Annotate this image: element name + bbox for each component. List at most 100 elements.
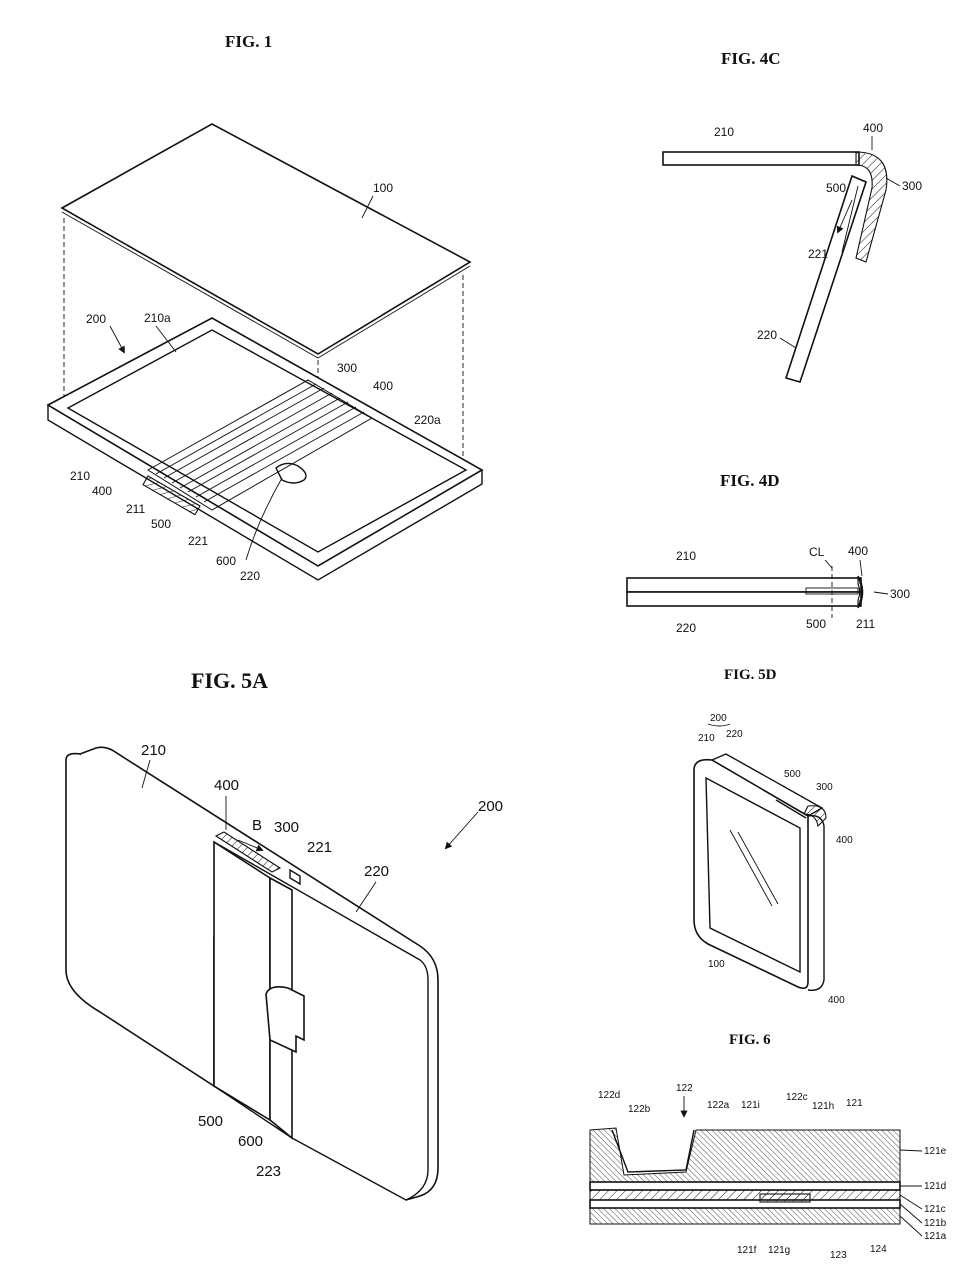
housing-200 [46,317,484,567]
figure-6-title: FIG. 6 [729,1032,771,1048]
slide-500 [841,185,859,253]
figure-6-labels: 122d 122 122b 122a 121i 122c 121h 121 12… [598,1083,947,1261]
hinge-300 [147,379,373,511]
figure-1-title: FIG. 1 [225,32,272,51]
reference-numeral: 121i [741,1100,760,1111]
slide-221 [289,868,301,886]
reference-numeral: 400 [863,121,883,135]
figure-1: FIG. 1 100 200 210a 300 400 [46,32,484,583]
leader-line [355,881,377,913]
reference-numeral: 124 [870,1244,887,1255]
layer-121c [589,1189,901,1201]
cover-500 [213,840,271,1122]
reference-numeral: 121h [812,1101,834,1112]
leader-line [899,1149,923,1152]
figure-5d: FIG. 5D 200 210 220 500 300 400 100 400 [693,667,853,1006]
reference-numeral: 300 [274,819,299,836]
reference-numeral: 300 [902,179,922,193]
reference-numeral: 210 [70,469,90,483]
reference-numeral: 122a [707,1100,730,1111]
reference-numeral: 400 [92,484,112,498]
reference-numeral: 121b [924,1218,947,1229]
panel-210 [662,151,860,166]
reference-numeral: 400 [828,995,845,1006]
figure-4d-title: FIG. 4D [720,471,780,490]
reference-numeral: 220 [757,328,777,342]
hinge-300 [803,805,827,828]
screen-glare [729,829,779,907]
figure-5d-title: FIG. 5D [724,667,777,683]
reference-numeral: 200 [86,312,106,326]
figure-5a-title: FIG. 5A [191,668,268,693]
leader-line [155,325,177,353]
reference-numeral: 220 [364,863,389,880]
leader-line [899,1215,923,1237]
figure-1-labels: 100 200 210a 300 400 220a 210 400 211 50… [70,181,441,583]
figure-4c-title: FIG. 4C [721,49,781,68]
reference-numeral: 200 [478,798,503,815]
figure-4c-labels: 210 400 300 500 221 220 [714,121,922,342]
reference-numeral: 122c [786,1092,808,1103]
leader-line [873,591,889,595]
reference-numeral: 400 [836,835,853,846]
figure-4d-labels: 210 CL 400 300 220 500 211 [676,544,910,635]
reference-numeral: 211 [126,502,145,516]
bank-122b [611,1129,695,1173]
slide-arrow [836,199,853,234]
sensor-600 [275,462,307,484]
reference-numeral: 300 [890,587,910,601]
leader-line [859,559,863,577]
figure-4d: FIG. 4D 210 CL 400 300 220 500 211 [626,471,910,635]
sensor-600 [265,986,305,1054]
figure-5a: FIG. 5A 210 400 B 300 221 200 220 500 60… [65,668,503,1201]
thin-film-transistor-121g [759,1193,811,1203]
reference-numeral: 100 [373,181,393,195]
reference-numeral: 211 [856,617,875,631]
reference-numeral: 221 [808,247,828,261]
reference-numeral: 500 [784,769,801,780]
hinge-slats [155,383,365,503]
reference-numeral: 200 [710,713,727,724]
hinge-300 [214,831,282,873]
arrow-B [237,839,264,852]
reference-numeral: 122 [676,1083,693,1094]
reference-numeral: 500 [826,181,846,195]
reference-numeral: 121 [846,1098,863,1109]
reference-numeral: 210 [141,742,166,759]
reference-numeral: B [252,817,262,834]
device-folded-body [693,758,809,990]
reference-numeral: 500 [198,1113,223,1130]
reference-numeral: 221 [188,534,208,548]
reference-numeral: 220a [414,413,441,427]
figure-6: FIG. 6 122d 122 122b 122a 121i 122c 121h… [589,1032,947,1261]
hinge-300 [855,151,888,263]
leader-line [245,477,283,561]
reference-numeral: 121d [924,1181,946,1192]
reference-numeral: 221 [307,839,332,856]
leader-line [361,195,374,219]
reference-numeral: 300 [337,361,357,375]
reference-numeral: 600 [238,1133,263,1150]
encapsulation-layer-121e [589,1127,901,1183]
reference-numeral: 210 [698,733,715,744]
reference-numeral: 121f [737,1245,757,1256]
slide-500 [805,587,859,595]
reference-numeral: CL [809,545,825,559]
reference-numeral: 210 [714,125,734,139]
arrow-200 [109,325,125,354]
panel-220 [784,174,867,383]
leader-line [824,559,833,569]
reference-numeral: 123 [830,1250,847,1261]
slide-rail-211 [142,475,201,516]
figure-4c: FIG. 4C 210 400 300 500 221 220 [662,49,922,383]
reference-numeral: 223 [256,1163,281,1180]
reference-numeral: 100 [708,959,725,970]
reference-numeral: 220 [726,729,743,740]
reference-numeral: 121e [924,1146,947,1157]
housing-side [47,405,483,581]
reference-numeral: 500 [806,617,826,631]
reference-numeral: 220 [240,569,260,583]
reference-numeral: 220 [676,621,696,635]
reference-numeral: 122d [598,1090,620,1101]
